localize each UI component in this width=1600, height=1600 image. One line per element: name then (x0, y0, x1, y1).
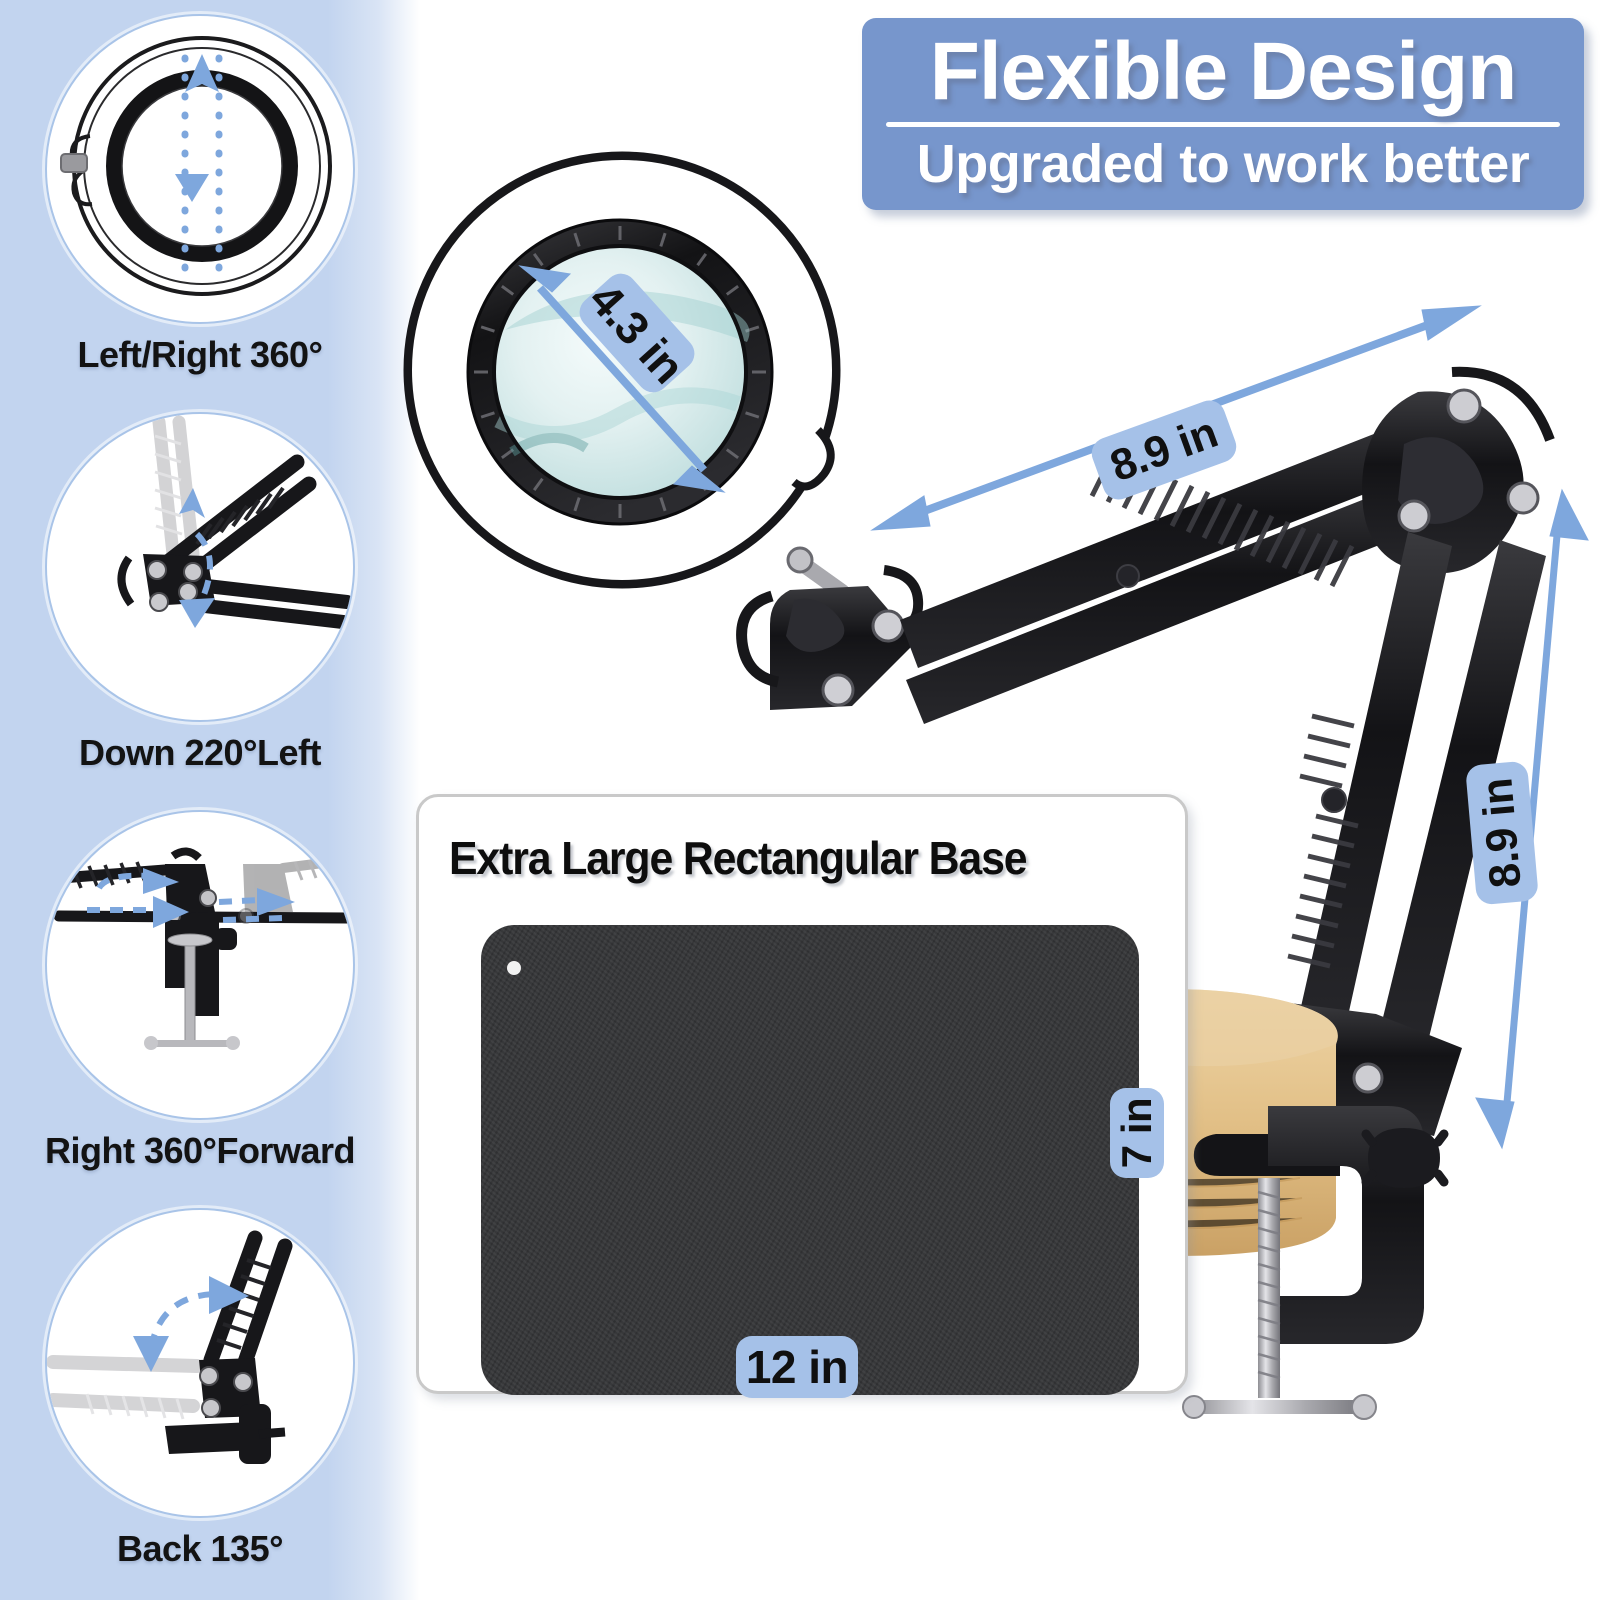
sidebar-panel-right-360-forward: Right 360°Forward (0, 810, 400, 1172)
lamp-ring-rotation-icon (45, 14, 355, 324)
sidebar-panel-left-right-360: Left/Right 360° (0, 14, 400, 376)
banner-title: Flexible Design (929, 26, 1518, 117)
magnifier-lamp-head (403, 151, 850, 600)
base-panel: Extra Large Rectangular Base (416, 794, 1188, 1395)
clamp-knob (1361, 1128, 1449, 1188)
sidebar-panel-label: Down 220°Left (79, 732, 321, 773)
base-panel-title: Extra Large Rectangular Base (449, 832, 1028, 884)
sidebar-panel-label: Left/Right 360° (77, 334, 323, 375)
sidebar-panel-label: Back 135° (116, 1528, 284, 1569)
sidebar-panel-label: Right 360°Forward (45, 1130, 355, 1171)
base-width-badge: 12 in (736, 1336, 858, 1398)
base-indicator-dot (507, 961, 521, 975)
desk-clamp (1182, 1106, 1449, 1420)
upper-arm-dimension-badge: 8.9 in (1087, 395, 1241, 505)
sidebar-panel-down-220-left: Down 220°Left (0, 412, 400, 774)
header-banner: Flexible Design Upgraded to work better (862, 18, 1584, 210)
elbow-joint (1362, 366, 1555, 574)
banner-divider (886, 122, 1560, 127)
arm-joint-down-icon (45, 412, 355, 722)
head-bracket (736, 565, 924, 710)
sidebar-panel-back-135: Back 135° (0, 1208, 400, 1570)
rectangular-base-plate (481, 925, 1139, 1395)
base-height-badge: 7 in (1110, 1088, 1164, 1178)
head-neck (786, 546, 850, 600)
banner-subtitle: Upgraded to work better (916, 134, 1530, 194)
lower-arm-dimension-badge: 8.9 in (1465, 760, 1539, 906)
desk-clamp-rotation-icon (45, 810, 355, 1120)
lens-diameter-badge: 4.3 in (572, 267, 702, 399)
lower-bracket (1246, 1002, 1462, 1136)
feature-sidebar: Left/Right 360° (0, 0, 420, 1600)
arm-tilt-back-icon (45, 1208, 355, 1518)
